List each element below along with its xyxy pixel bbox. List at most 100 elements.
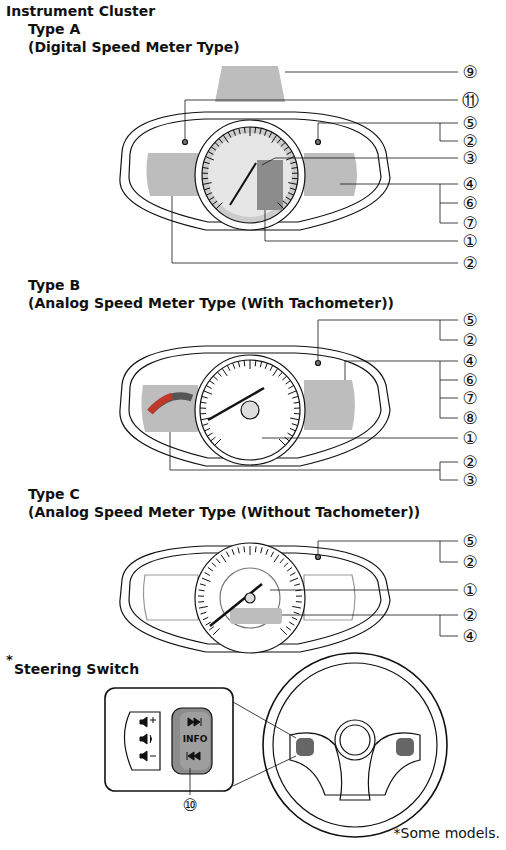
gauge-tick (283, 201, 288, 205)
gauge-tick (221, 555, 226, 562)
gauge-tick (200, 408, 206, 409)
steering-wheel (263, 653, 447, 837)
callout-number: ⑥ (462, 372, 477, 389)
type-subheading: (Analog Speed Meter Type (With Tachomete… (28, 296, 394, 311)
callout-number: ② (462, 255, 477, 272)
gauge-tick (208, 567, 213, 571)
gauge-tick (205, 573, 210, 576)
type-heading: Type C (28, 487, 80, 502)
gauge-tick (243, 546, 245, 552)
callout-number: ④ (462, 176, 477, 193)
gauge-tick (294, 402, 300, 404)
gauge-tick (202, 178, 208, 180)
gauge-tick (211, 437, 216, 441)
gauge-tick (200, 584, 206, 586)
gauge-tick (272, 135, 277, 143)
gauge-tick (250, 360, 251, 369)
gauge-tick (292, 396, 298, 398)
gauge-tick (288, 433, 293, 436)
gauge-tick (285, 437, 290, 441)
gauge-tick (202, 173, 208, 174)
gauge-tick (273, 368, 278, 376)
gauge-tick (294, 584, 300, 586)
gauge-tick (209, 627, 214, 631)
leader-lines (172, 72, 458, 263)
gauge-tick (295, 589, 301, 591)
type-subheading: (Analog Speed Meter Type (Without Tachom… (28, 505, 420, 520)
gauge-tick (265, 130, 267, 136)
gauge-tick (206, 157, 214, 161)
gauge-tick (208, 152, 213, 155)
gauge-tick (287, 567, 292, 571)
gauge-tick (286, 197, 291, 200)
gauge-tick (218, 372, 222, 377)
button-label: INFO (183, 735, 208, 745)
gauge-tick (277, 139, 281, 144)
title: Instrument Cluster (6, 4, 155, 19)
gauge-tick (287, 152, 292, 155)
gauge-tick (204, 391, 212, 394)
gauge-tick (202, 424, 208, 426)
gauge-tick (216, 559, 220, 564)
gauge-tick (290, 573, 295, 576)
gauge-tick (239, 128, 240, 134)
gauge-tick (294, 612, 300, 614)
gauge-tick (292, 424, 298, 426)
gauge-tick (219, 139, 223, 144)
gauge-tick (288, 386, 293, 389)
gauge-tick (210, 381, 215, 385)
gauge-tick (280, 559, 284, 564)
gauge-tick (271, 552, 274, 557)
gauge-tick (265, 363, 267, 369)
gauge-tick (250, 546, 251, 555)
gauge-tick (288, 183, 297, 185)
callout-number: ② (462, 454, 477, 471)
cluster-b (120, 346, 390, 466)
gauge-tick (290, 578, 298, 581)
gauge-tick (203, 183, 212, 185)
gauge-tick (288, 193, 294, 196)
gauge-tick (198, 601, 204, 603)
gauge-tick (274, 555, 279, 562)
gauge-tick (206, 386, 211, 389)
callout-number: ⑦ (462, 215, 477, 232)
leader-lines (270, 541, 458, 636)
callout-number: ① (462, 233, 477, 250)
callout-number: ② (462, 332, 477, 349)
callout-number: ② (462, 607, 477, 624)
gauge-tick (286, 157, 294, 161)
gauge-tick (206, 193, 212, 196)
gauge-tick (199, 589, 205, 591)
callout-number: ② (462, 133, 477, 150)
gauge-tick (266, 549, 268, 555)
gauge-tick (213, 376, 217, 380)
callout-number: ⑪ (462, 92, 479, 109)
gauge-tick (270, 365, 273, 370)
gauge-tick (296, 596, 302, 597)
gauge-tick (216, 203, 222, 209)
gauge-tick (203, 167, 209, 169)
gauge-tick (260, 128, 261, 134)
gauge-tick (278, 203, 284, 209)
gauge-tick (290, 418, 299, 420)
gauge-tick (261, 547, 262, 553)
gauge-tick (282, 376, 286, 380)
gauge-tick (290, 428, 295, 431)
type-heading: Type A (28, 22, 80, 37)
gauge-tick (201, 402, 207, 404)
gauge-tick (296, 601, 302, 603)
gauge-tick (250, 127, 251, 136)
gauge-tick (289, 622, 294, 625)
callout-number: ① (462, 430, 477, 447)
gauge-tick (292, 617, 297, 620)
gauge-tick (292, 606, 301, 608)
gauge-tick (205, 428, 210, 431)
gauge-tick (209, 197, 214, 200)
callout-number: ⑤ (462, 115, 477, 132)
gauge-tick (279, 372, 283, 377)
gauge-tick (212, 563, 216, 567)
gauge-tick (215, 439, 221, 445)
gauge-tick (201, 418, 210, 420)
footnote-mark: * (6, 653, 13, 667)
callout-number: ③ (462, 150, 477, 167)
